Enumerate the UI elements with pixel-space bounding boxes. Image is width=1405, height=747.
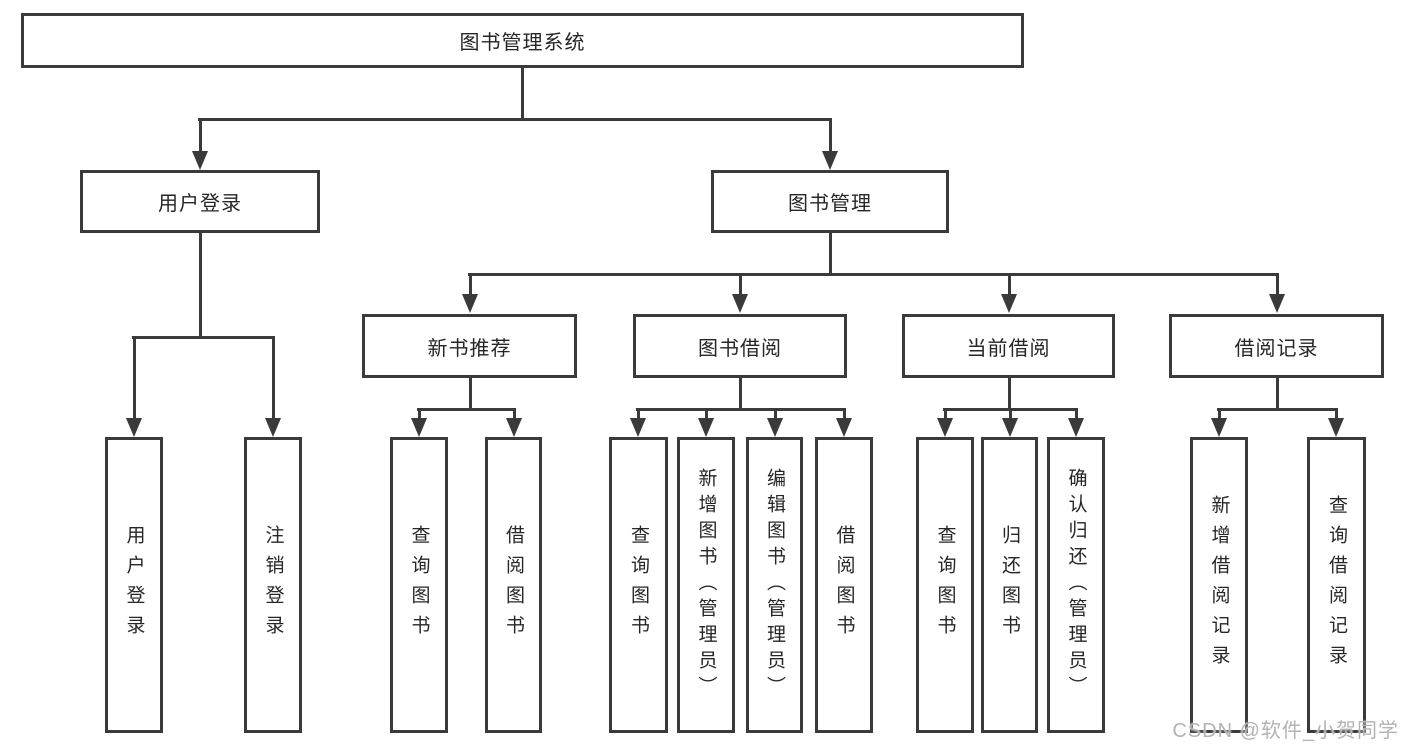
- connector-line: [198, 118, 832, 121]
- node-user-login-group: 用户登录: [80, 170, 320, 233]
- connector-line: [521, 68, 524, 121]
- node-logout: 注销登录: [244, 437, 302, 733]
- connector-line: [1075, 408, 1078, 419]
- csdn-watermark: CSDN @软件_小贺同学: [1172, 720, 1399, 742]
- connector-line: [636, 408, 846, 411]
- node-label: 查询图书: [628, 525, 649, 645]
- arrowhead-down-icon: [1001, 294, 1017, 313]
- connector-line: [417, 408, 516, 411]
- node-root-library-management-system: 图书管理系统: [21, 13, 1024, 68]
- node-label: 查询图书: [408, 525, 430, 645]
- connector-line: [1335, 408, 1338, 419]
- connector-line: [1217, 408, 1338, 411]
- connector-line: [843, 408, 846, 419]
- connector-line: [132, 336, 275, 339]
- arrowhead-down-icon: [1269, 294, 1285, 313]
- node-label: 归还图书: [999, 525, 1020, 645]
- arrowhead-down-icon: [462, 294, 478, 313]
- node-label: 借阅记录: [1234, 337, 1319, 360]
- node-edit-books-admin: 编辑图书（管理员）: [746, 437, 803, 733]
- connector-line: [468, 273, 1278, 276]
- arrowhead-down-icon: [506, 418, 522, 437]
- connector-line: [705, 408, 708, 419]
- arrowhead-down-icon: [126, 418, 142, 437]
- node-query-books-1: 查询图书: [390, 437, 448, 733]
- connector-line: [1276, 378, 1279, 411]
- connector-line: [133, 336, 136, 419]
- node-book-borrowing: 图书借阅: [633, 314, 847, 378]
- node-add-borrow-record: 新增借阅记录: [1190, 437, 1248, 733]
- arrowhead-down-icon: [630, 418, 646, 437]
- connector-line: [1276, 273, 1279, 295]
- node-query-books-3: 查询图书: [916, 437, 974, 733]
- node-label: 新书推荐: [427, 337, 512, 360]
- connector-line: [1008, 273, 1011, 295]
- node-label: 当前借阅: [966, 337, 1051, 360]
- connector-line: [637, 408, 640, 419]
- arrowhead-down-icon: [192, 151, 208, 170]
- node-label: 图书管理: [788, 193, 872, 215]
- node-label: 查询图书: [934, 525, 956, 645]
- connector-line: [418, 408, 421, 419]
- connector-line: [1008, 378, 1011, 411]
- node-borrow-books-2: 借阅图书: [815, 437, 873, 733]
- node-label: 借阅图书: [833, 525, 855, 645]
- node-user-login: 用户登录: [105, 437, 163, 733]
- node-new-book-recommendation: 新书推荐: [362, 314, 577, 378]
- node-add-books-admin: 新增图书（管理员）: [677, 437, 735, 733]
- node-book-management-group: 图书管理: [711, 170, 949, 233]
- connector-line: [469, 273, 472, 295]
- node-current-borrowing: 当前借阅: [902, 314, 1115, 378]
- node-query-books-2: 查询图书: [609, 437, 668, 733]
- node-label: 确认归还（管理员）: [1065, 468, 1087, 702]
- connector-line: [1009, 408, 1012, 419]
- arrowhead-down-icon: [1068, 418, 1084, 437]
- arrowhead-down-icon: [937, 418, 953, 437]
- connector-line: [199, 118, 202, 152]
- arrowhead-down-icon: [822, 151, 838, 170]
- arrowhead-down-icon: [411, 418, 427, 437]
- arrowhead-down-icon: [1211, 418, 1227, 437]
- node-label: 新增借阅记录: [1208, 495, 1230, 675]
- connector-line: [829, 233, 832, 276]
- connector-line: [272, 336, 275, 419]
- node-label: 查询借阅记录: [1326, 495, 1347, 675]
- connector-line: [829, 118, 832, 152]
- connector-line: [739, 273, 742, 295]
- connector-line: [1218, 408, 1221, 419]
- connector-line: [469, 378, 472, 411]
- node-borrow-books-1: 借阅图书: [485, 437, 542, 733]
- arrowhead-down-icon: [1328, 418, 1344, 437]
- node-query-borrow-record: 查询借阅记录: [1307, 437, 1366, 733]
- node-label: 借阅图书: [503, 525, 524, 645]
- arrowhead-down-icon: [698, 418, 714, 437]
- node-label: 用户登录: [123, 525, 145, 645]
- node-borrowing-records: 借阅记录: [1169, 314, 1384, 378]
- node-label: 图书借阅: [698, 337, 782, 360]
- arrowhead-down-icon: [732, 294, 748, 313]
- node-confirm-return-admin: 确认归还（管理员）: [1047, 437, 1105, 733]
- connector-line: [739, 378, 742, 411]
- connector-line: [513, 408, 516, 419]
- arrowhead-down-icon: [1002, 418, 1018, 437]
- arrowhead-down-icon: [767, 418, 783, 437]
- connector-line: [944, 408, 947, 419]
- node-label: 新增图书（管理员）: [695, 468, 717, 702]
- node-label: 编辑图书（管理员）: [764, 468, 785, 702]
- node-label: 图书管理系统: [459, 32, 586, 54]
- connector-line: [199, 233, 202, 339]
- arrowhead-down-icon: [836, 418, 852, 437]
- connector-line: [774, 408, 777, 419]
- arrowhead-down-icon: [265, 418, 281, 437]
- node-label: 用户登录: [158, 193, 242, 215]
- node-return-books: 归还图书: [981, 437, 1038, 733]
- node-label: 注销登录: [262, 525, 284, 645]
